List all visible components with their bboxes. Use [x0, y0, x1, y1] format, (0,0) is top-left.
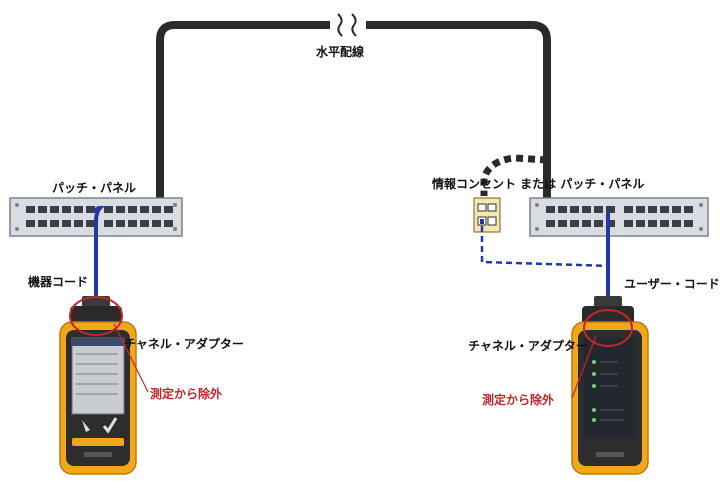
panel-port — [570, 206, 579, 213]
panel-port — [636, 220, 645, 227]
panel-port — [26, 220, 35, 227]
equipment-cord-label: 機器コード — [28, 274, 88, 289]
panel-port — [582, 206, 591, 213]
panel-port — [624, 220, 633, 227]
panel-port — [116, 220, 125, 227]
excluded-pointer-left — [113, 323, 149, 393]
adapter-highlight-left — [69, 296, 123, 336]
horizontal-cabling-label: 水平配線 — [316, 44, 364, 59]
panel-port — [558, 206, 567, 213]
user-cord-label: ユーザー・コード — [624, 277, 720, 291]
panel-port — [86, 220, 95, 227]
tester-main-unit — [59, 296, 137, 475]
panel-port — [50, 206, 59, 213]
panel-port — [624, 206, 633, 213]
information-outlet — [473, 197, 501, 233]
panel-port — [50, 220, 59, 227]
panel-port — [660, 206, 669, 213]
panel-port — [152, 206, 161, 213]
panel-port — [570, 220, 579, 227]
adapter-highlight-right — [583, 309, 633, 347]
panel-port — [648, 206, 657, 213]
panel-port — [606, 220, 615, 227]
panel-port — [606, 206, 615, 213]
outlet-or-panel-label: 情報コンセント または パッチ・パネル — [432, 176, 644, 191]
outlet-link-dashed — [480, 154, 548, 196]
excluded-right-label: 測定から除外 — [482, 392, 554, 407]
panel-port — [74, 206, 83, 213]
patch-panel-right — [529, 197, 709, 237]
horizontal-cable — [156, 13, 551, 198]
panel-port — [164, 206, 173, 213]
panel-port — [164, 220, 173, 227]
panel-port — [74, 220, 83, 227]
panel-port — [116, 206, 125, 213]
channel-adapter-right-label: チャネル・アダプター — [468, 338, 588, 353]
panel-port — [558, 220, 567, 227]
panel-port — [152, 220, 161, 227]
panel-port — [582, 220, 591, 227]
panel-port — [140, 220, 149, 227]
panel-port — [684, 220, 693, 227]
panel-port — [672, 220, 681, 227]
excluded-pointer-right — [571, 335, 597, 399]
patch-panel-left-label: パッチ・パネル — [52, 181, 136, 195]
panel-port — [594, 206, 603, 213]
panel-port — [38, 206, 47, 213]
panel-port — [140, 206, 149, 213]
panel-port — [86, 206, 95, 213]
panel-port — [660, 220, 669, 227]
panel-port — [128, 220, 137, 227]
panel-port — [546, 220, 555, 227]
channel-adapter-left-label: チャネル・アダプター — [124, 336, 244, 351]
user-cord-dashed — [480, 226, 611, 268]
excluded-left-label: 測定から除外 — [150, 386, 222, 401]
panel-port — [104, 206, 113, 213]
panel-port — [546, 206, 555, 213]
panel-port — [104, 220, 113, 227]
tester-remote-unit — [571, 296, 649, 475]
panel-port — [62, 220, 71, 227]
panel-port — [26, 206, 35, 213]
panel-port — [128, 206, 137, 213]
panel-port — [636, 206, 645, 213]
panel-port — [62, 206, 71, 213]
equipment-cord — [94, 205, 105, 298]
panel-port — [38, 220, 47, 227]
panel-port — [648, 220, 657, 227]
panel-port — [672, 206, 681, 213]
panel-port — [594, 220, 603, 227]
panel-port — [684, 206, 693, 213]
